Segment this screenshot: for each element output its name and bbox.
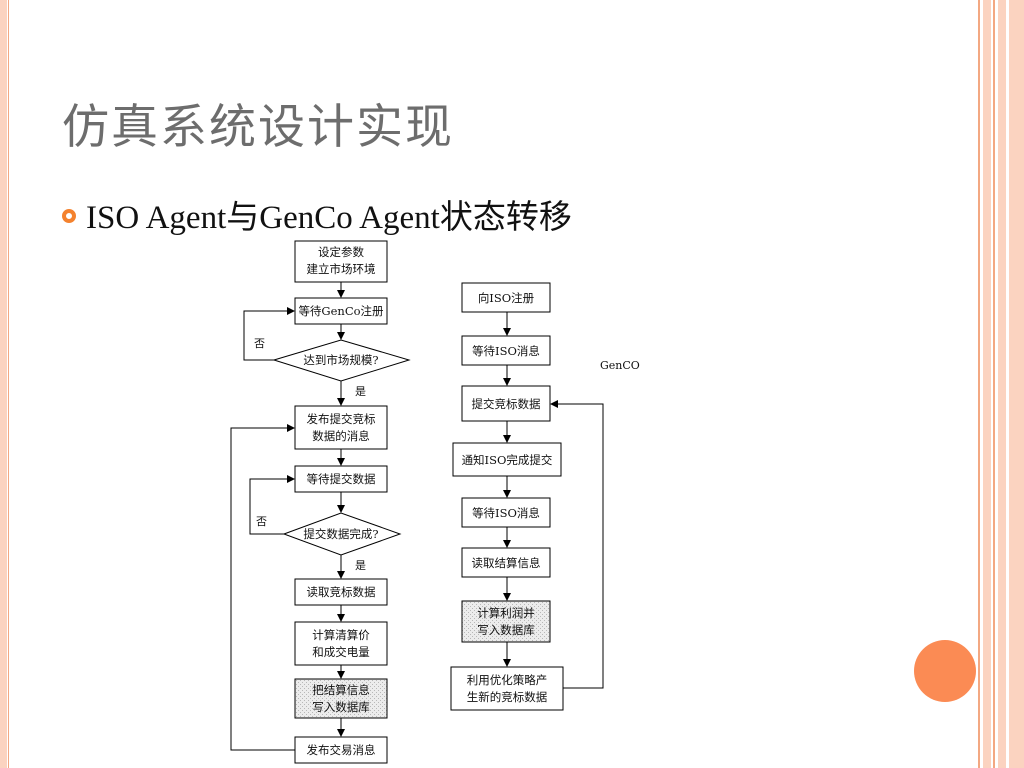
iso-write-settlement-box <box>294 678 388 719</box>
iso-publish-bid-line1: 发布提交竞标 <box>307 412 376 426</box>
iso-yes-label-1: 是 <box>355 385 366 398</box>
genco-optimize-box <box>450 666 564 711</box>
iso-setup-box <box>294 240 388 283</box>
iso-setup-line1: 设定参数 <box>318 245 364 259</box>
genco-read-settlement-label: 读取结算信息 <box>472 556 541 570</box>
iso-calc-clearing-line1: 计算清算价 <box>312 628 370 642</box>
genco-notify-label: 通知ISO完成提交 <box>462 453 553 467</box>
genco-flow <box>450 282 564 711</box>
slide-title: 仿真系统设计实现 <box>62 100 454 155</box>
iso-no-label-1: 否 <box>254 337 265 350</box>
genco-calc-profit-box <box>461 600 551 643</box>
iso-decision-scale <box>272 339 411 382</box>
iso-wait-submit-box <box>294 465 388 493</box>
right-border <box>978 0 1024 768</box>
iso-wait-submit-label: 等待提交数据 <box>307 472 376 486</box>
genco-wait-msg-1-label: 等待ISO消息 <box>472 344 540 358</box>
iso-arrows <box>230 282 345 751</box>
genco-wait-msg-2-box <box>461 497 551 528</box>
genco-wait-msg-1-box <box>461 335 551 366</box>
genco-labels: GenCO 向ISO注册 等待ISO消息 提交竞标数据 通知ISO完成提交 等待… <box>462 291 640 704</box>
iso-publish-trade-label: 发布交易消息 <box>307 743 376 757</box>
iso-yes-label-2: 是 <box>355 559 366 572</box>
iso-decision-scale-label: 达到市场规模? <box>303 353 378 367</box>
iso-publish-trade-box <box>294 736 388 764</box>
left-border-stripe <box>0 0 7 768</box>
iso-decision-submit <box>282 512 402 556</box>
decorative-circle <box>914 640 976 702</box>
iso-wait-register-box <box>294 297 388 325</box>
genco-optimize-line2: 生新的竞标数据 <box>467 690 548 704</box>
genco-arrows <box>503 312 604 689</box>
iso-flow <box>272 240 411 764</box>
iso-wait-register-label: 等待GenCo注册 <box>298 304 384 318</box>
iso-calc-clearing-line2: 和成交电量 <box>312 645 370 659</box>
bullet-circle-icon <box>62 209 76 223</box>
genco-calc-profit-line1: 计算利润并 <box>477 606 535 620</box>
genco-wait-msg-2-label: 等待ISO消息 <box>472 506 540 520</box>
genco-register-label: 向ISO注册 <box>478 291 535 305</box>
genco-calc-profit-line2: 写入数据库 <box>477 623 535 637</box>
genco-optimize-line1: 利用优化策略产 <box>467 673 548 687</box>
bullet-item: ISO Agent与GenCo Agent状态转移 <box>62 190 572 238</box>
iso-publish-bid-line2: 数据的消息 <box>312 429 370 443</box>
genco-submit-bid-label: 提交竞标数据 <box>472 397 541 411</box>
genco-read-settlement-box <box>461 547 551 578</box>
left-border-line <box>8 0 9 768</box>
genco-title-label: GenCO <box>600 359 640 372</box>
iso-read-bid-label: 读取竞标数据 <box>307 585 376 599</box>
iso-write-settlement-line2: 写入数据库 <box>312 700 370 714</box>
bullet-text: ISO Agent与GenCo Agent状态转移 <box>86 200 572 236</box>
iso-decision-submit-label: 提交数据完成? <box>303 527 378 541</box>
iso-labels: 设定参数 建立市场环境 等待GenCo注册 达到市场规模? 发布提交竞标 数据的… <box>254 245 384 757</box>
iso-setup-line2: 建立市场环境 <box>307 262 376 276</box>
iso-write-settlement-line1: 把结算信息 <box>312 683 370 697</box>
iso-publish-bid-box <box>294 405 388 450</box>
iso-read-bid-box <box>294 578 388 606</box>
genco-register-box <box>461 282 551 313</box>
iso-no-label-2: 否 <box>256 515 267 528</box>
